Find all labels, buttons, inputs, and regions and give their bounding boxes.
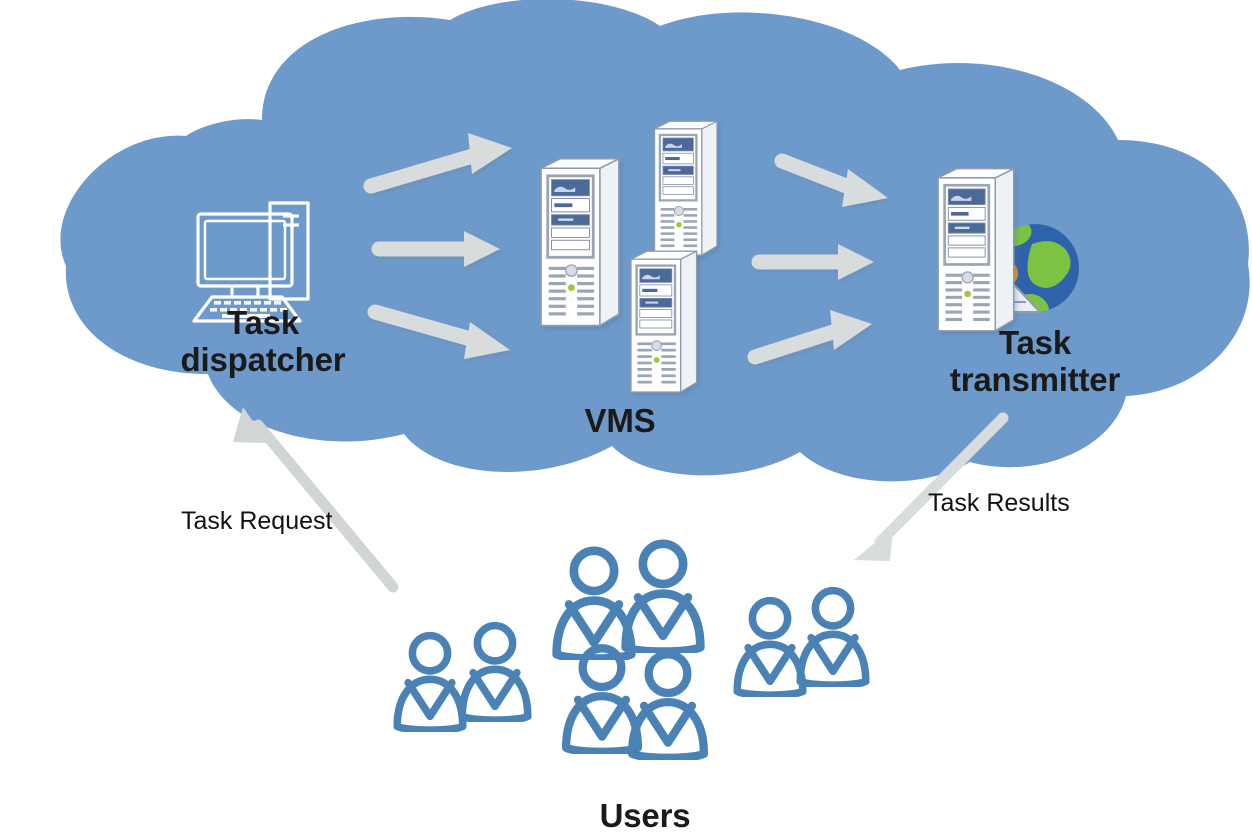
person-icon-left-near [397,636,463,731]
keyboard-keys [210,301,287,318]
task-transmitter-label: Task transmitter [949,324,1121,398]
server-tower-front-main [539,157,621,327]
arrow-vms-to-transmitter-lower [747,310,872,365]
person-icon-left-far [462,626,528,721]
task-results-flow-label: Task Results [928,489,1070,517]
task-dispatcher-node [192,201,310,323]
arrow-dispatcher-to-vms-lower [367,304,510,359]
arrow-task-results [854,412,1009,561]
person-icon-center-front-right [632,654,704,758]
user-flow-arrows [233,407,1009,593]
person-icon-center-back-left [557,551,632,659]
internal-flow-arrows [363,133,888,365]
users-label: Users [599,797,691,834]
arrow-dispatcher-to-vms-middle [371,231,500,267]
vms-label: VMS [584,402,656,439]
person-icon-center-front-left [566,648,638,752]
server-tower-transmitter [936,167,1016,333]
person-icon-center-back-right [626,544,701,652]
arrow-task-request [233,407,399,593]
task-transmitter-node [936,167,1079,333]
server-tower-back-bottom [629,249,698,394]
arrow-vms-to-transmitter-middle [751,244,874,280]
task-request-flow-label: Task Request [181,507,333,535]
users-node [397,544,866,758]
person-icon-right-near [737,601,803,696]
arrow-vms-to-transmitter-upper [774,153,888,207]
arrow-dispatcher-to-vms-upper [363,133,512,194]
server-tower-back-top [653,120,719,257]
task-dispatcher-label: Task dispatcher [180,304,346,378]
desktop-computer-icon [192,201,310,323]
person-icon-right-far [800,591,866,686]
